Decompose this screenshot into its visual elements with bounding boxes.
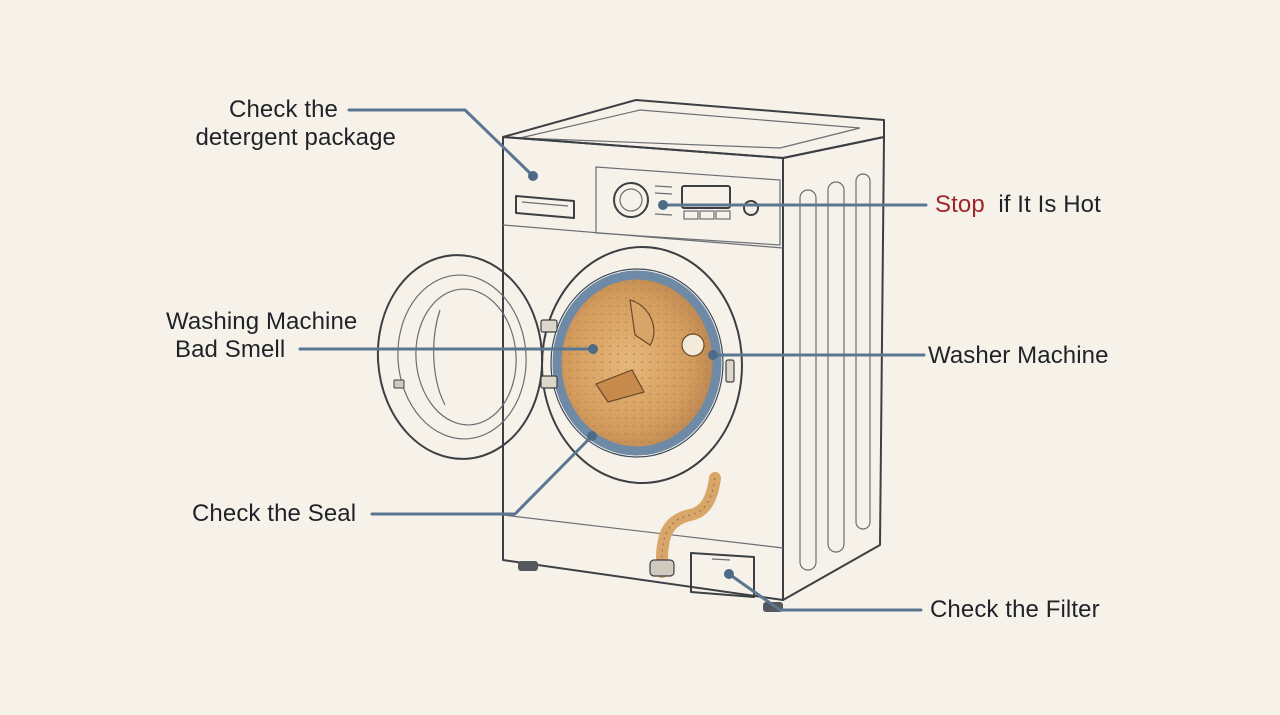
label-check-detergent-line1: Check the [229,96,338,123]
label-stop-word: Stop [935,191,985,218]
leader-detergent [347,108,535,178]
porthole [541,246,743,484]
control-panel [515,166,781,246]
marker-washer [708,350,718,360]
filter-cover [690,552,755,598]
marker-seal [587,431,597,441]
leader-seal [370,434,594,516]
marker-stop [658,200,668,210]
door-seal [552,270,722,456]
marker-detergent [528,171,538,181]
drain-hose [649,472,721,578]
label-stop-rest: if It Is Hot [998,191,1101,218]
marker-filter [724,569,734,579]
label-bad-smell-line1: Washing Machine [166,308,358,335]
leader-filter [727,572,923,612]
side-ribs [799,173,871,571]
open-door [376,254,558,460]
label-washer-machine: Washer Machine [928,342,1109,369]
label-check-detergent-line2: detergent package [195,124,396,151]
marker-smell [588,344,598,354]
leader-lines [298,108,928,612]
label-check-detergent: Check the [170,96,338,124]
machine-body [502,99,885,612]
label-check-detergent-2: detergent package [150,124,396,152]
label-stop-if-hot: Stop if It Is Hot [935,191,1101,219]
label-bad-smell-line2: Bad Smell [175,336,286,363]
label-check-seal: Check the Seal [192,500,357,527]
label-check-filter: Check the Filter [930,596,1100,623]
